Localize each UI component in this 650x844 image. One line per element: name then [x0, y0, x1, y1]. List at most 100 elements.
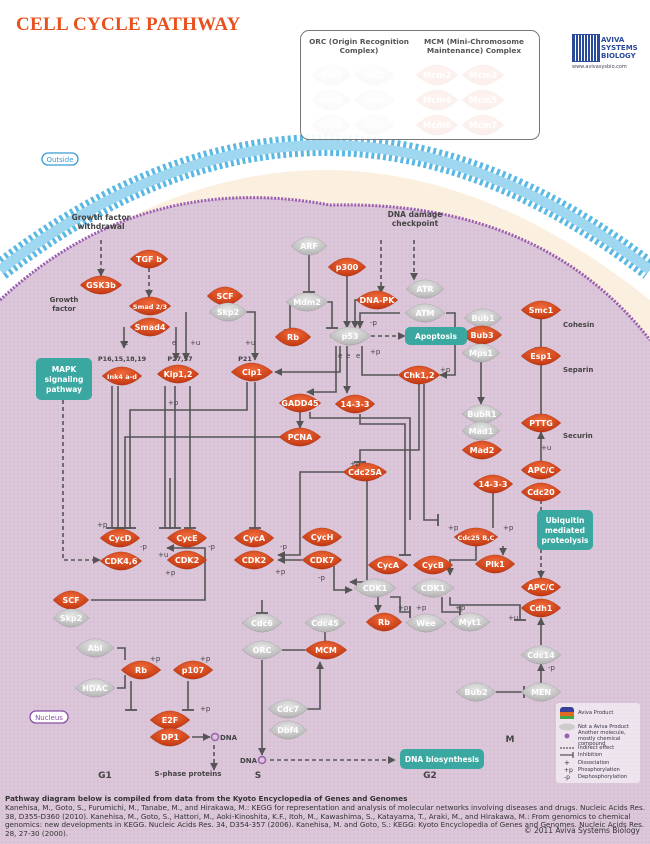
node-kip12[interactable]: Kip1,2	[156, 364, 200, 384]
node-dnapk-label: DNA-PK	[360, 296, 396, 305]
node-cdc7[interactable]: Cdc7	[267, 699, 309, 719]
edge-label: e	[356, 352, 360, 360]
node-p1433b[interactable]: 14-3-3	[472, 474, 514, 494]
node-chk12[interactable]: Chk1,2	[397, 365, 441, 385]
node-skp2b[interactable]: Skp2	[52, 608, 90, 628]
node-rb1[interactable]: Rb	[274, 327, 312, 347]
node-cdh1[interactable]: Cdh1	[520, 598, 562, 618]
complex-legend: ORC (Origin Recognition Complex) MCM (Mi…	[300, 30, 540, 140]
node-cip1[interactable]: Cip1	[230, 362, 274, 382]
node-atr[interactable]: ATR	[405, 279, 445, 299]
node-cyca1[interactable]: CycA	[233, 528, 275, 548]
node-p1433a[interactable]: 14-3-3	[334, 394, 376, 414]
node-myt1-label: Myt1	[459, 618, 482, 627]
node-tgfb[interactable]: TGF b	[129, 249, 169, 269]
node-dnapk[interactable]: DNA-PK	[355, 290, 399, 310]
node-cyca2-label: CycA	[377, 561, 400, 570]
node-bub1[interactable]: Bub1	[463, 308, 503, 328]
node-cdc20[interactable]: Cdc20	[520, 482, 562, 502]
node-mps1[interactable]: Mps1	[461, 343, 501, 363]
node-rb3[interactable]: Rb	[120, 660, 162, 680]
node-plk1[interactable]: Plk1	[474, 554, 516, 574]
node-pttg[interactable]: PTTG	[520, 413, 562, 433]
node-cdc6[interactable]: Cdc6	[241, 613, 283, 633]
node-p300[interactable]: p300	[327, 257, 367, 277]
node-mad1[interactable]: Mad1	[461, 421, 501, 441]
node-pttg-label: PTTG	[529, 419, 553, 428]
node-p53[interactable]: p53	[328, 326, 372, 346]
edge	[306, 346, 337, 396]
node-cycb[interactable]: CycB	[412, 555, 454, 575]
edge	[359, 414, 406, 555]
node-apcc1[interactable]: APC/C	[520, 460, 562, 480]
node-bubr1[interactable]: BubR1	[461, 404, 503, 424]
node-cdk7[interactable]: CDK7	[301, 550, 343, 570]
node-cyce[interactable]: CycE	[166, 528, 208, 548]
node-myt1[interactable]: Myt1	[449, 612, 491, 632]
node-hdac-label: HDAC	[82, 684, 108, 693]
node-cdk2b[interactable]: CDK2	[233, 550, 275, 570]
node-orc[interactable]: ORC	[241, 640, 283, 660]
node-cdk1b[interactable]: CDK1	[411, 578, 455, 598]
node-smad4[interactable]: Smad4	[129, 317, 171, 337]
node-arf[interactable]: ARF	[290, 236, 328, 256]
node-abl[interactable]: Abl	[75, 638, 115, 658]
process-box	[537, 510, 593, 550]
node-smad23[interactable]: Smad 2/3	[128, 296, 172, 316]
node-cych-shape	[301, 527, 343, 547]
node-pcna[interactable]: PCNA	[278, 427, 322, 447]
node-cdc45[interactable]: Cdc45	[304, 613, 346, 633]
node-cdk2a[interactable]: CDK2	[166, 550, 208, 570]
node-rb2[interactable]: Rb	[365, 612, 403, 632]
node-cych[interactable]: CycH	[301, 527, 343, 547]
node-cdc25a[interactable]: Cdc25A	[342, 462, 388, 482]
node-gsk3b-shape	[79, 275, 123, 295]
key-icons: + +p -p	[559, 707, 575, 781]
node-hdac[interactable]: HDAC	[74, 678, 116, 698]
node-dbf4[interactable]: Dbf4	[268, 720, 308, 740]
node-men[interactable]: MEN	[520, 682, 562, 702]
key-indirect-effect: Indirect effect	[578, 745, 615, 751]
node-scf1[interactable]: SCF	[206, 286, 244, 306]
node-esp1[interactable]: Esp1	[520, 346, 562, 366]
node-p107[interactable]: p107	[172, 660, 214, 680]
node-smc1[interactable]: Smc1	[520, 300, 562, 320]
node-cdk1a[interactable]: CDK1	[353, 578, 397, 598]
node-cyca2[interactable]: CycA	[367, 555, 409, 575]
node-scf2[interactable]: SCF	[52, 590, 90, 610]
node-scf2-label: SCF	[62, 596, 79, 605]
node-cdk1b-label: CDK1	[421, 584, 446, 593]
node-cdc25bc[interactable]: Cdc25 B,C	[453, 527, 499, 547]
process-label: signaling	[45, 375, 84, 384]
node-cdk46[interactable]: CDK4,6	[99, 551, 143, 571]
node-wee[interactable]: Wee	[405, 613, 447, 633]
node-ink4[interactable]: Ink4 a-d	[101, 366, 143, 386]
process-apoptosis[interactable]: Apoptosis	[405, 327, 467, 345]
process-label: Ubiquitin	[546, 516, 585, 525]
node-mdm2[interactable]: Mdm2	[285, 292, 329, 312]
node-bub1-shape	[463, 308, 503, 328]
process-dnabio[interactable]: DNA biosynthesis	[400, 749, 484, 769]
node-gsk3b[interactable]: GSK3b	[79, 275, 123, 295]
node-skp2a-shape	[208, 302, 248, 322]
node-bub2[interactable]: Bub2	[455, 682, 497, 702]
node-e2f[interactable]: E2F	[149, 710, 191, 730]
node-dp1[interactable]: DP1	[149, 727, 191, 747]
node-apcc2[interactable]: APC/C	[520, 577, 562, 597]
edge	[333, 566, 353, 594]
edge	[117, 647, 126, 660]
nucleus-label: Nucleus	[29, 710, 69, 724]
node-cdc14[interactable]: Cdc14	[520, 645, 562, 665]
node-cycd[interactable]: CycD	[99, 528, 141, 548]
node-mad2[interactable]: Mad2	[461, 440, 503, 460]
node-gadd45[interactable]: GADD45	[278, 393, 322, 413]
node-mcm[interactable]: MCM	[304, 640, 348, 660]
node-skp2a[interactable]: Skp2	[208, 302, 248, 322]
node-atm[interactable]: ATM	[404, 303, 446, 323]
node-scf1-shape	[206, 286, 244, 306]
node-bub3[interactable]: Bub3	[461, 325, 503, 345]
edge-label: +u	[190, 339, 200, 347]
node-esp1-shape	[520, 346, 562, 366]
